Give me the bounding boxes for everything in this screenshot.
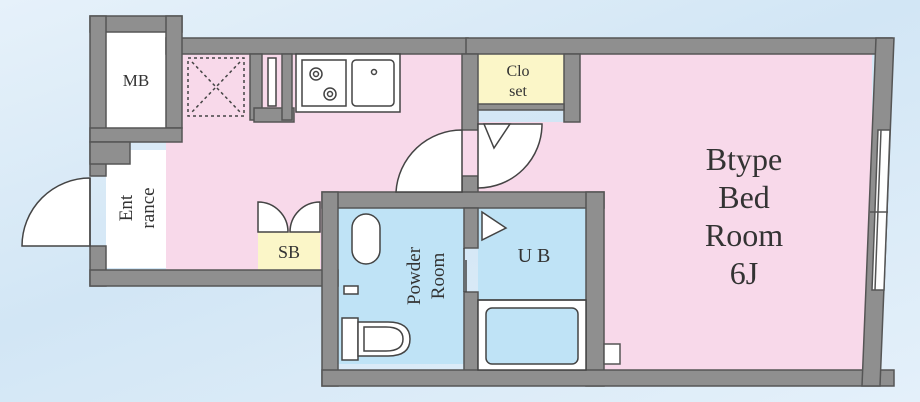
ub-door-marker (481, 210, 508, 242)
wall-closet-left (461, 53, 479, 131)
powder-shelf (343, 285, 359, 295)
powder-room-label: Powder Room (404, 246, 449, 305)
stove-burner-1-inner (312, 70, 320, 78)
wall-mb-right (165, 15, 183, 129)
wall-kitchen-stub-3 (281, 53, 293, 121)
washbasin-icon (351, 213, 381, 265)
wall-bottom (321, 369, 895, 387)
wall-wet-right (585, 191, 605, 387)
shoe-box-door-left (257, 201, 289, 233)
shoe-box-floor (258, 232, 320, 270)
washing-machine-pan-icon (187, 57, 245, 117)
wall-top-bedroom (465, 37, 893, 55)
wall-wet-divider (463, 207, 479, 249)
entrance-floor (106, 150, 166, 268)
toilet-seat (363, 326, 404, 352)
bedroom-label-line3: Room (705, 217, 783, 253)
closet-label-line1: Clo (506, 63, 529, 80)
wall-wet-divider-low (463, 291, 479, 373)
mb-label: MB (123, 71, 149, 90)
sb-label: SB (278, 242, 300, 262)
hall-door-left-icon (395, 129, 463, 193)
kitchen-sink-icon (351, 59, 395, 107)
entrance-label: Ent rance (116, 187, 159, 228)
toilet-tank (341, 317, 359, 361)
wall-wet-top (321, 191, 605, 209)
meter-box-floor (106, 32, 166, 128)
door-markers (465, 123, 512, 292)
entrance-door-icon (21, 177, 91, 247)
bedroom-label-line4: 6J (730, 255, 758, 291)
stove-plate (301, 59, 347, 107)
wall-bottom-left (89, 269, 339, 287)
sink-drain (370, 68, 378, 76)
washer-pan-outline (187, 57, 245, 117)
wall-entrance-step (89, 141, 131, 165)
kitchen-counter (295, 53, 401, 113)
wall-mb-bottom (89, 127, 183, 143)
bedroom-floor (566, 54, 872, 372)
wall-closet-bottom (477, 103, 565, 111)
powder-label-line1: Powder (404, 246, 425, 305)
stove-burner-2-inner (326, 90, 334, 98)
refrigerator-space-icon (267, 57, 277, 107)
entrance-label-line2: rance (138, 187, 159, 228)
window-mullion (874, 129, 882, 291)
bedroom-label-line1: Btype (706, 141, 782, 177)
shoe-box-door-right (289, 201, 321, 233)
closet-label-line2: set (509, 83, 527, 100)
wall-top-kitchen (165, 37, 469, 55)
bathtub-icon (477, 299, 587, 371)
closet-door-marker (482, 123, 512, 150)
wall-closet-right (563, 53, 581, 123)
pillar (603, 343, 621, 365)
window (870, 129, 891, 291)
toilet-icon (341, 317, 411, 361)
entrance-label-line1: Ent (116, 194, 137, 221)
closet-floor (478, 54, 564, 104)
bathtub-basin (485, 307, 579, 365)
wall-wet-left (321, 191, 339, 387)
powder-label-line2: Room (428, 253, 449, 300)
ub-label: U B (518, 245, 551, 267)
bedroom-label-line2: Bed (718, 179, 770, 215)
